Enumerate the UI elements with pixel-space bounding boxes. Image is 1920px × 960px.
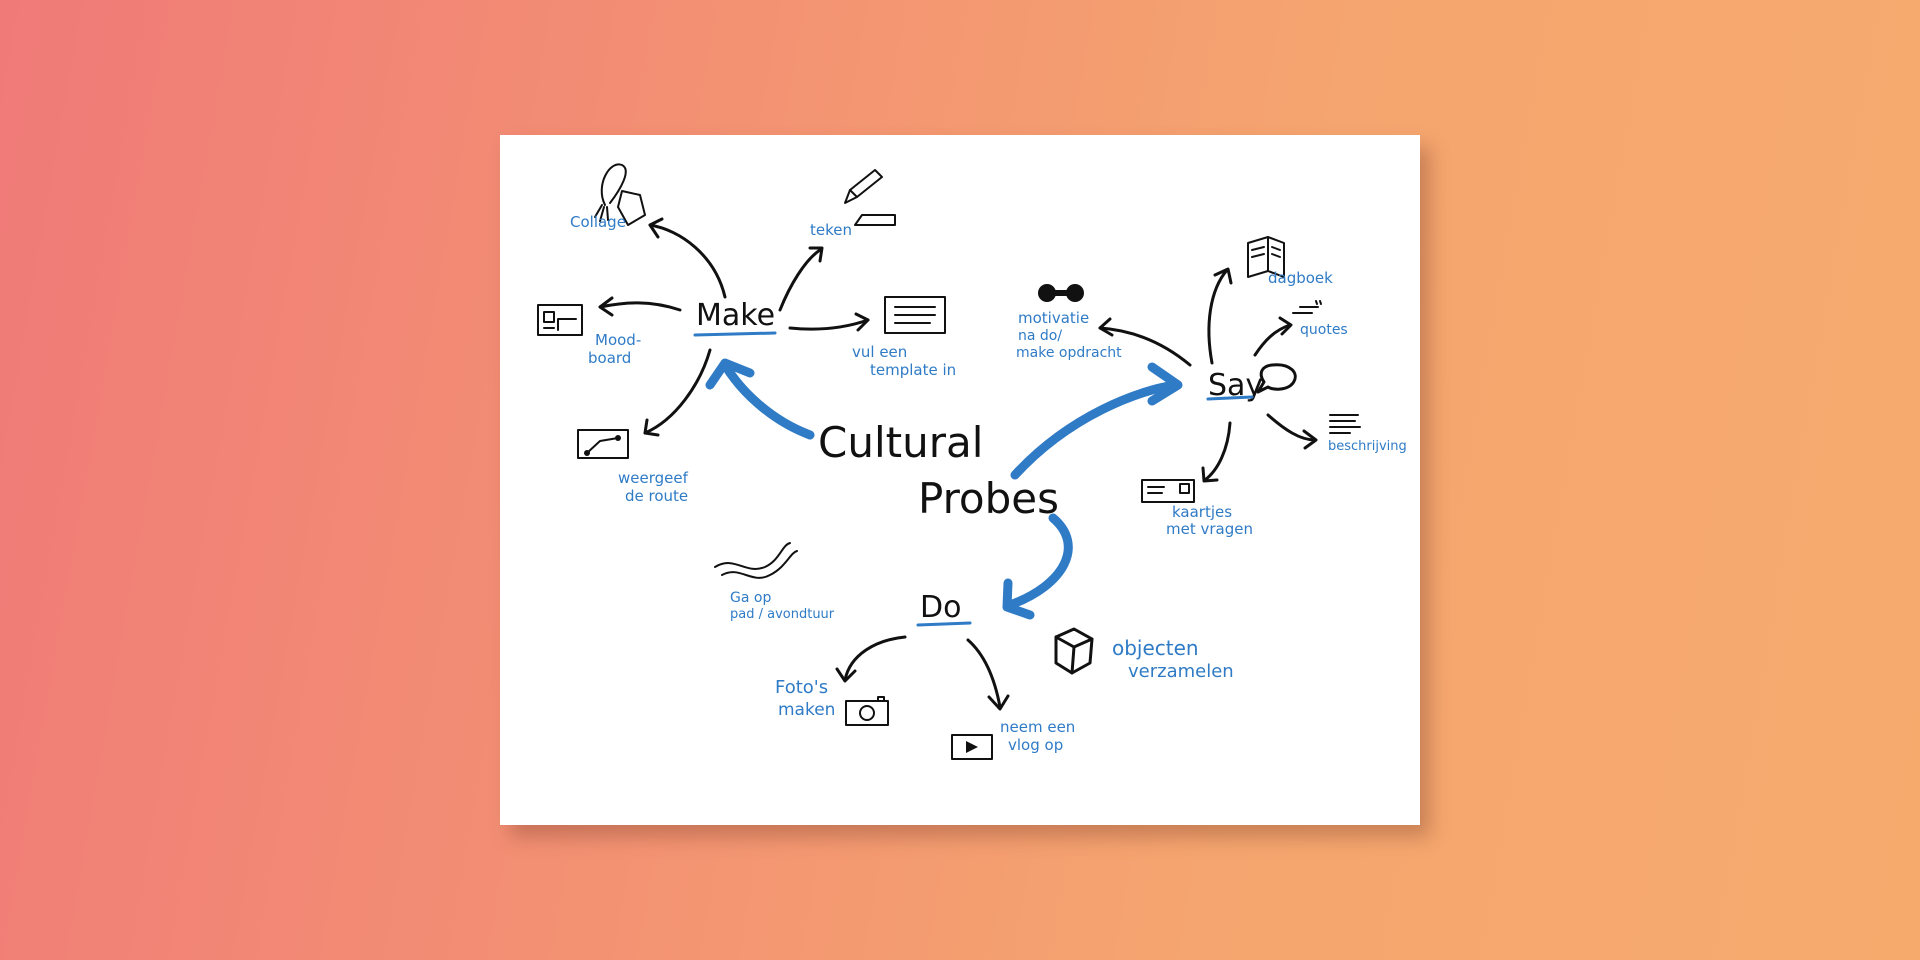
pencil-icon — [844, 169, 896, 226]
mindmap-card: Cultural Probes Make Collage teken — [500, 135, 1420, 825]
branch-say-kaartjes — [1203, 421, 1232, 482]
video-icon — [951, 734, 993, 760]
label-kaartjes-1: kaartjes — [1172, 503, 1232, 521]
arrow-center-to-make — [705, 358, 815, 440]
branch-do-vlog — [966, 638, 1002, 709]
node-make: Make — [696, 298, 775, 333]
label-motivatie-1: motivatie — [1018, 309, 1089, 327]
branch-make-template — [788, 318, 870, 331]
label-route-1: weergeef — [618, 469, 689, 487]
label-fotos-2: maken — [778, 700, 835, 720]
paper-icon — [617, 190, 646, 226]
label-motivatie-2: na do/ — [1018, 328, 1062, 344]
branch-do-fotos — [843, 635, 907, 682]
node-do: Do — [920, 590, 961, 625]
branch-say-beschrijving — [1266, 413, 1317, 442]
do-underline — [916, 621, 972, 627]
template-icon — [884, 296, 946, 334]
quote-icon — [1292, 300, 1322, 314]
branch-make-moodboard — [598, 301, 682, 312]
branch-make-route — [643, 348, 712, 435]
label-kaartjes-2: met vragen — [1166, 520, 1253, 538]
branch-say-motivatie — [1098, 326, 1192, 367]
center-title-line2: Probes — [918, 474, 1059, 523]
arrow-center-to-do — [1002, 513, 1073, 620]
label-moodboard-2: board — [588, 349, 631, 367]
label-motivatie-3: make opdracht — [1016, 345, 1122, 361]
label-route-2: de route — [625, 487, 688, 505]
label-fotos-1: Foto's — [775, 677, 828, 698]
text-lines-icon — [1329, 414, 1361, 434]
branch-make-collage — [648, 223, 727, 299]
branch-say-quotes — [1253, 323, 1292, 357]
label-dagboek: dagboek — [1268, 269, 1333, 287]
box-icon — [1054, 627, 1094, 675]
label-template-2: template in — [870, 361, 956, 379]
arrow-center-to-say — [1010, 362, 1183, 480]
route-icon — [577, 429, 629, 459]
label-pad-2: pad / avondtuur — [730, 607, 835, 622]
postcard-icon — [1141, 479, 1195, 503]
mindmap-diagram: Cultural Probes Make Collage teken — [537, 163, 1407, 760]
label-template-1: vul een — [852, 343, 907, 361]
say-underline — [1206, 395, 1254, 401]
center-title-line1: Cultural — [818, 418, 983, 467]
camera-icon — [845, 696, 889, 726]
speech-bubble-icon — [1256, 363, 1297, 394]
dumbbell-icon — [1038, 284, 1084, 302]
label-objecten-1: objecten — [1112, 636, 1199, 660]
branch-make-teken — [778, 248, 822, 312]
make-underline — [693, 331, 777, 337]
label-teken: teken — [810, 221, 852, 239]
label-beschrijving: beschrijving — [1328, 439, 1407, 454]
label-objecten-2: verzamelen — [1128, 661, 1234, 682]
label-vlog-1: neem een — [1000, 718, 1075, 736]
path-icon — [714, 542, 798, 579]
label-moodboard-1: Mood- — [595, 331, 641, 349]
label-pad-1: Ga op — [730, 590, 771, 606]
label-collage: Collage — [570, 213, 626, 231]
label-quotes: quotes — [1300, 322, 1348, 338]
diary-icon — [1247, 236, 1285, 278]
label-vlog-2: vlog op — [1008, 736, 1063, 754]
branch-say-dagboek — [1207, 268, 1229, 365]
moodboard-icon — [537, 304, 583, 336]
brush-icon — [594, 163, 627, 222]
